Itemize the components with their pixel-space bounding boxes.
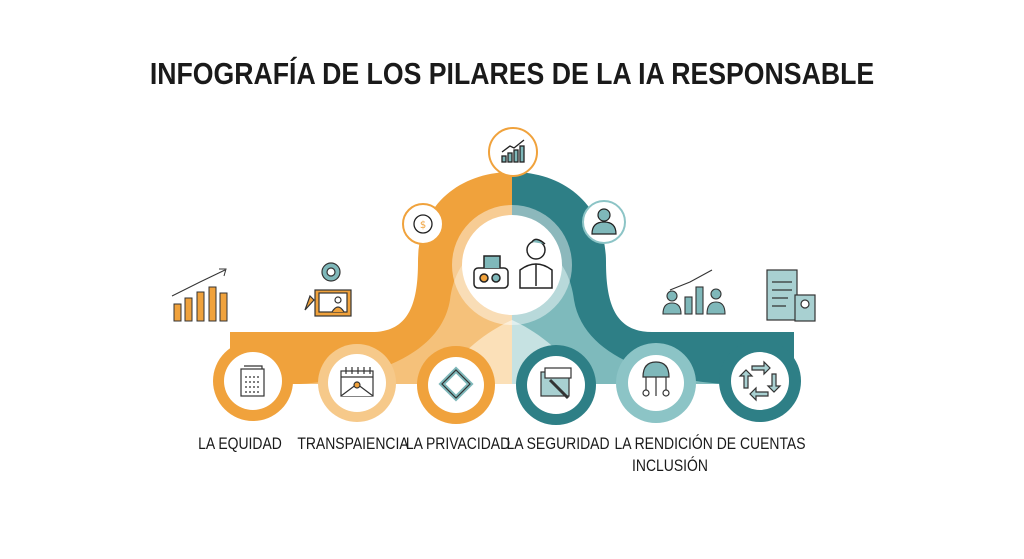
top-icon-growth [488, 127, 538, 177]
id-document-icon [766, 269, 816, 322]
pillar-circle-4 [516, 345, 596, 425]
helmet-network-icon [642, 361, 670, 397]
gear-person-monitor-icon [304, 262, 352, 317]
pillar-circle-6 [719, 340, 801, 422]
bar-chart-icon [171, 268, 228, 322]
money-bag-icon [413, 214, 433, 234]
card-tool-icon [540, 367, 572, 400]
pillar-circle-5 [616, 343, 696, 423]
pillar-label-privacidad: LA PRIVACIDAD [405, 434, 511, 453]
recycle-hands-icon [438, 366, 474, 402]
pillar-label-equidad: LA EQUIDAD [198, 434, 282, 453]
pillar-circle-2 [318, 344, 396, 422]
top-icon-user [582, 200, 626, 244]
pillar-circle-1 [213, 341, 293, 421]
arrows-cycle-icon [738, 360, 782, 402]
pillar-label-rendicion: LA RENDICIÓN DE CUENTAS [614, 434, 806, 453]
people-chart-icon [662, 269, 726, 315]
pillar-label-inclusion: INCLUSIÓN [632, 456, 708, 475]
top-icon-money: $ [402, 203, 444, 245]
growth-chart-icon [501, 139, 525, 163]
calendar-icon [340, 367, 374, 397]
user-icon [591, 208, 617, 235]
pillar-circle-3 [417, 346, 495, 424]
svg-text:$: $ [420, 220, 426, 231]
page-title: INFOGRAFÍA DE LOS PILARES DE LA IA RESPO… [149, 56, 875, 91]
pillar-label-transparencia: TRANSPAIENCIA [297, 434, 409, 453]
person-with-robot-icon [473, 238, 553, 289]
calculator-icon [240, 365, 265, 397]
pillar-label-seguridad: LA SEGURIDAD [506, 434, 610, 453]
center-hub [452, 205, 572, 325]
